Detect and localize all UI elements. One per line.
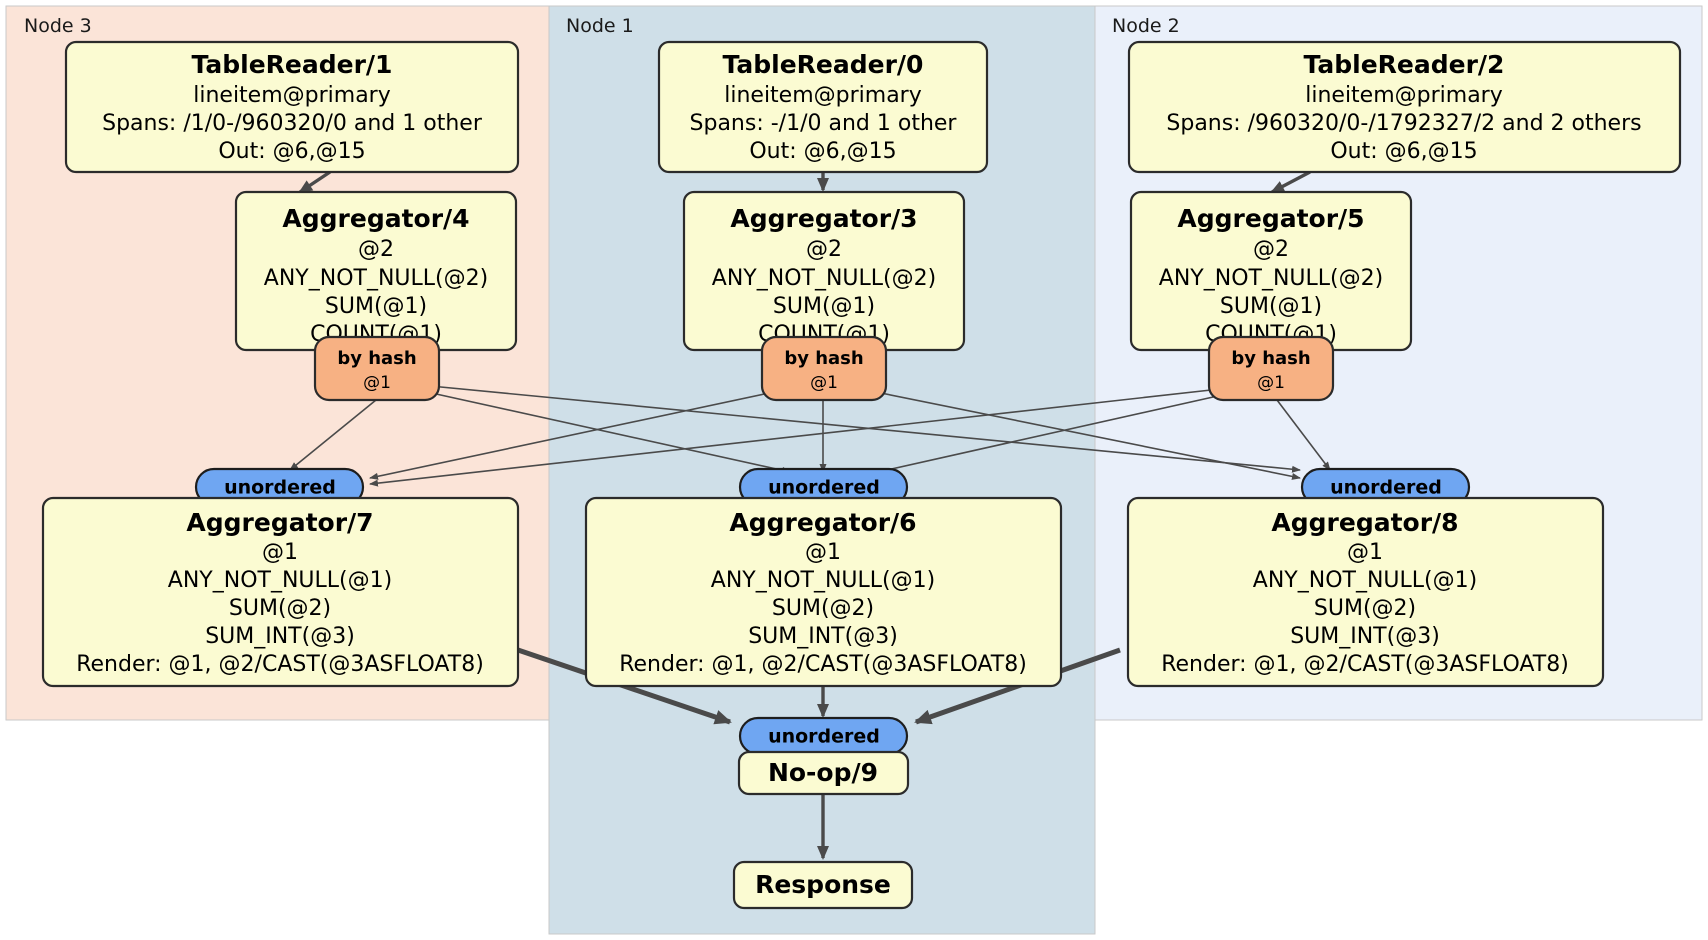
aggregator-3-line-2: SUM(@1) (773, 294, 875, 319)
table-reader-2-line-1: Spans: /960320/0-/1792327/2 and 2 others (1166, 111, 1641, 136)
panel-label-node-3: Node 3 (24, 15, 92, 37)
aggregator-5-line-0: @2 (1253, 237, 1289, 262)
aggregator-4-title: Aggregator/4 (282, 204, 469, 233)
aggregator-8-line-3: SUM_INT(@3) (1290, 624, 1440, 649)
node-table-reader-1[interactable]: TableReader/1 lineitem@primary Spans: /1… (64, 40, 520, 174)
aggregator-7-line-2: SUM(@2) (229, 596, 331, 621)
table-reader-1-title: TableReader/1 (192, 50, 393, 79)
aggregator-7-line-0: @1 (262, 540, 298, 565)
table-reader-2-title: TableReader/2 (1304, 50, 1505, 79)
table-reader-0-title: TableReader/0 (723, 50, 924, 79)
aggregator-7-title: Aggregator/7 (186, 508, 373, 537)
aggregator-7-line-3: SUM_INT(@3) (205, 624, 355, 649)
aggregator-7-line-4: Render: @1, @2/CAST(@3ASFLOAT8) (76, 652, 484, 677)
node-no-op-9[interactable]: No-op/9 (737, 750, 910, 796)
table-reader-1-line-0: lineitem@primary (193, 83, 391, 108)
router-by-hash-agg3-label: by hash (784, 348, 863, 369)
aggregator-8-title: Aggregator/8 (1271, 508, 1458, 537)
aggregator-4-line-1: ANY_NOT_NULL(@2) (264, 266, 488, 291)
table-reader-0-line-1: Spans: -/1/0 and 1 other (690, 111, 958, 136)
aggregator-5-line-1: ANY_NOT_NULL(@2) (1159, 266, 1383, 291)
edge-hash4-to-sync7 (289, 399, 377, 471)
edge-hash5-to-sync6 (859, 392, 1232, 478)
aggregator-6-title: Aggregator/6 (729, 508, 916, 537)
aggregator-8-line-1: ANY_NOT_NULL(@1) (1253, 568, 1477, 593)
aggregator-6-line-4: Render: @1, @2/CAST(@3ASFLOAT8) (619, 652, 1027, 677)
router-by-hash-agg4-label: by hash (337, 348, 416, 369)
edge-tr2-to-agg5 (1270, 170, 1311, 194)
table-reader-0-line-0: lineitem@primary (724, 83, 922, 108)
node-table-reader-2[interactable]: TableReader/2 lineitem@primary Spans: /9… (1127, 40, 1682, 174)
aggregator-8-line-4: Render: @1, @2/CAST(@3ASFLOAT8) (1161, 652, 1569, 677)
aggregator-6-line-3: SUM_INT(@3) (748, 624, 898, 649)
node-response[interactable]: Response (732, 860, 914, 910)
aggregator-3-title: Aggregator/3 (730, 204, 917, 233)
table-reader-1-line-1: Spans: /1/0-/960320/0 and 1 other (102, 111, 483, 136)
node-aggregator-5[interactable]: Aggregator/5 @2 ANY_NOT_NULL(@2) SUM(@1)… (1129, 190, 1413, 352)
router-by-hash-agg4-detail: @1 (363, 373, 391, 393)
edge-hash5-to-sync7 (369, 387, 1230, 487)
aggregator-4-line-0: @2 (358, 237, 394, 262)
sync-unordered-node3[interactable]: unordered (194, 467, 365, 507)
edge-hash4-to-sync6 (417, 389, 791, 474)
sync-unordered-final[interactable]: unordered (738, 716, 909, 756)
node-aggregator-3[interactable]: Aggregator/3 @2 ANY_NOT_NULL(@2) SUM(@1)… (682, 190, 966, 352)
panel-label-node-1: Node 1 (566, 15, 634, 37)
edge-hash4-to-sync8 (419, 384, 1301, 473)
sync-unordered-node1[interactable]: unordered (738, 467, 909, 507)
aggregator-5-line-2: SUM(@1) (1220, 294, 1322, 319)
router-by-hash-agg4[interactable]: by hash @1 (313, 335, 441, 402)
sync-unordered-node1-label: unordered (768, 477, 880, 499)
table-reader-0-line-2: Out: @6,@15 (749, 139, 896, 164)
panel-label-node-2: Node 2 (1112, 15, 1180, 37)
table-reader-2-line-0: lineitem@primary (1305, 83, 1503, 108)
node-aggregator-8[interactable]: Aggregator/8 @1 ANY_NOT_NULL(@1) SUM(@2)… (1126, 496, 1605, 688)
no-op-9-title: No-op/9 (768, 758, 878, 787)
node-aggregator-6[interactable]: Aggregator/6 @1 ANY_NOT_NULL(@1) SUM(@2)… (584, 496, 1063, 688)
sync-unordered-node2-label: unordered (1330, 477, 1442, 499)
router-by-hash-agg3[interactable]: by hash @1 (760, 335, 888, 402)
node-table-reader-0[interactable]: TableReader/0 lineitem@primary Spans: -/… (657, 40, 989, 174)
node-aggregator-4[interactable]: Aggregator/4 @2 ANY_NOT_NULL(@2) SUM(@1)… (234, 190, 518, 352)
edge-hash3-to-sync8 (865, 389, 1301, 480)
sync-unordered-final-label: unordered (768, 726, 880, 748)
aggregator-8-line-2: SUM(@2) (1314, 596, 1416, 621)
aggregator-8-line-0: @1 (1347, 540, 1383, 565)
router-by-hash-agg5-label: by hash (1231, 348, 1310, 369)
aggregator-4-line-2: SUM(@1) (325, 294, 427, 319)
sync-unordered-node3-label: unordered (224, 477, 336, 499)
sync-unordered-node2[interactable]: unordered (1300, 467, 1471, 507)
node-aggregator-7[interactable]: Aggregator/7 @1 ANY_NOT_NULL(@1) SUM(@2)… (41, 496, 520, 688)
aggregator-7-line-1: ANY_NOT_NULL(@1) (168, 568, 392, 593)
aggregator-3-line-0: @2 (806, 237, 842, 262)
edge-hash3-to-sync7 (369, 389, 784, 480)
router-by-hash-agg5[interactable]: by hash @1 (1207, 335, 1335, 402)
aggregator-6-line-2: SUM(@2) (772, 596, 874, 621)
edge-hash5-to-sync8 (1276, 399, 1331, 471)
aggregator-3-line-1: ANY_NOT_NULL(@2) (712, 266, 936, 291)
edge-tr1-to-agg4 (298, 170, 331, 194)
router-by-hash-agg5-detail: @1 (1257, 373, 1285, 393)
response-title: Response (755, 870, 891, 899)
aggregator-6-line-1: ANY_NOT_NULL(@1) (711, 568, 935, 593)
aggregator-6-line-0: @1 (805, 540, 841, 565)
aggregator-5-title: Aggregator/5 (1177, 204, 1364, 233)
router-by-hash-agg3-detail: @1 (810, 373, 838, 393)
table-reader-2-line-2: Out: @6,@15 (1330, 139, 1477, 164)
table-reader-1-line-2: Out: @6,@15 (218, 139, 365, 164)
